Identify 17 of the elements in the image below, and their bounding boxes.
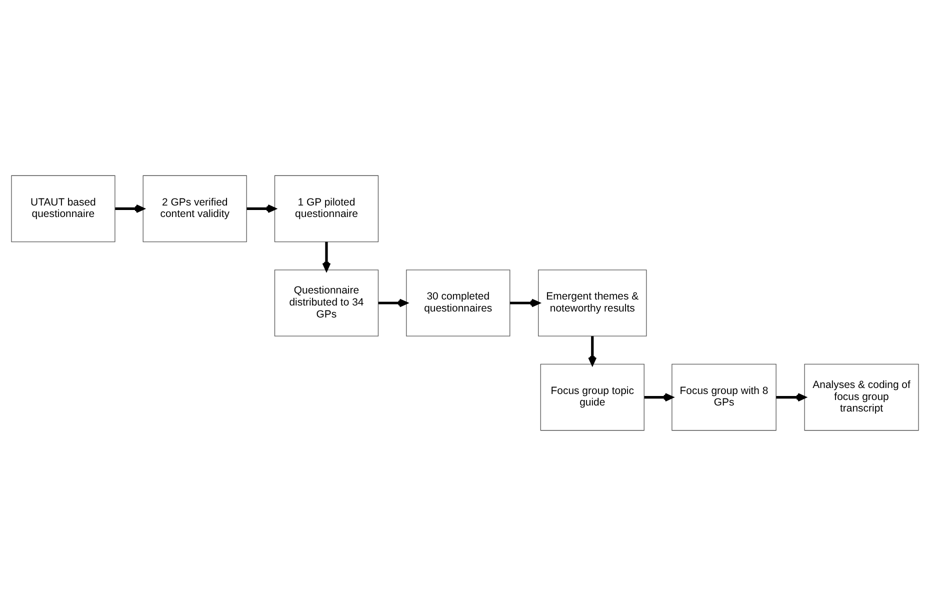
node-box: 30 completed questionnaires — [406, 269, 510, 336]
node-box: Emergent themes & noteworthy results — [538, 269, 647, 336]
arrow — [644, 392, 674, 402]
node-box: 1 GP piloted questionnaire — [274, 174, 379, 242]
arrow — [378, 298, 408, 307]
node-box: UTAUT based questionnaire — [11, 174, 116, 242]
arrow — [776, 392, 806, 402]
arrow — [510, 298, 540, 307]
arrow — [115, 204, 144, 212]
node-box: Focus group with 8 GPs — [672, 363, 776, 430]
node-box: 2 GPs verified content validity — [142, 174, 247, 242]
node-box: Analyses & coding of focus group transcript — [804, 363, 919, 430]
node-box: Focus group topic guide — [540, 363, 644, 430]
arrow — [588, 336, 597, 365]
arrow — [246, 204, 276, 212]
arrow — [322, 241, 331, 271]
node-box: Questionnaire distributed to 34 GPs — [274, 269, 379, 336]
